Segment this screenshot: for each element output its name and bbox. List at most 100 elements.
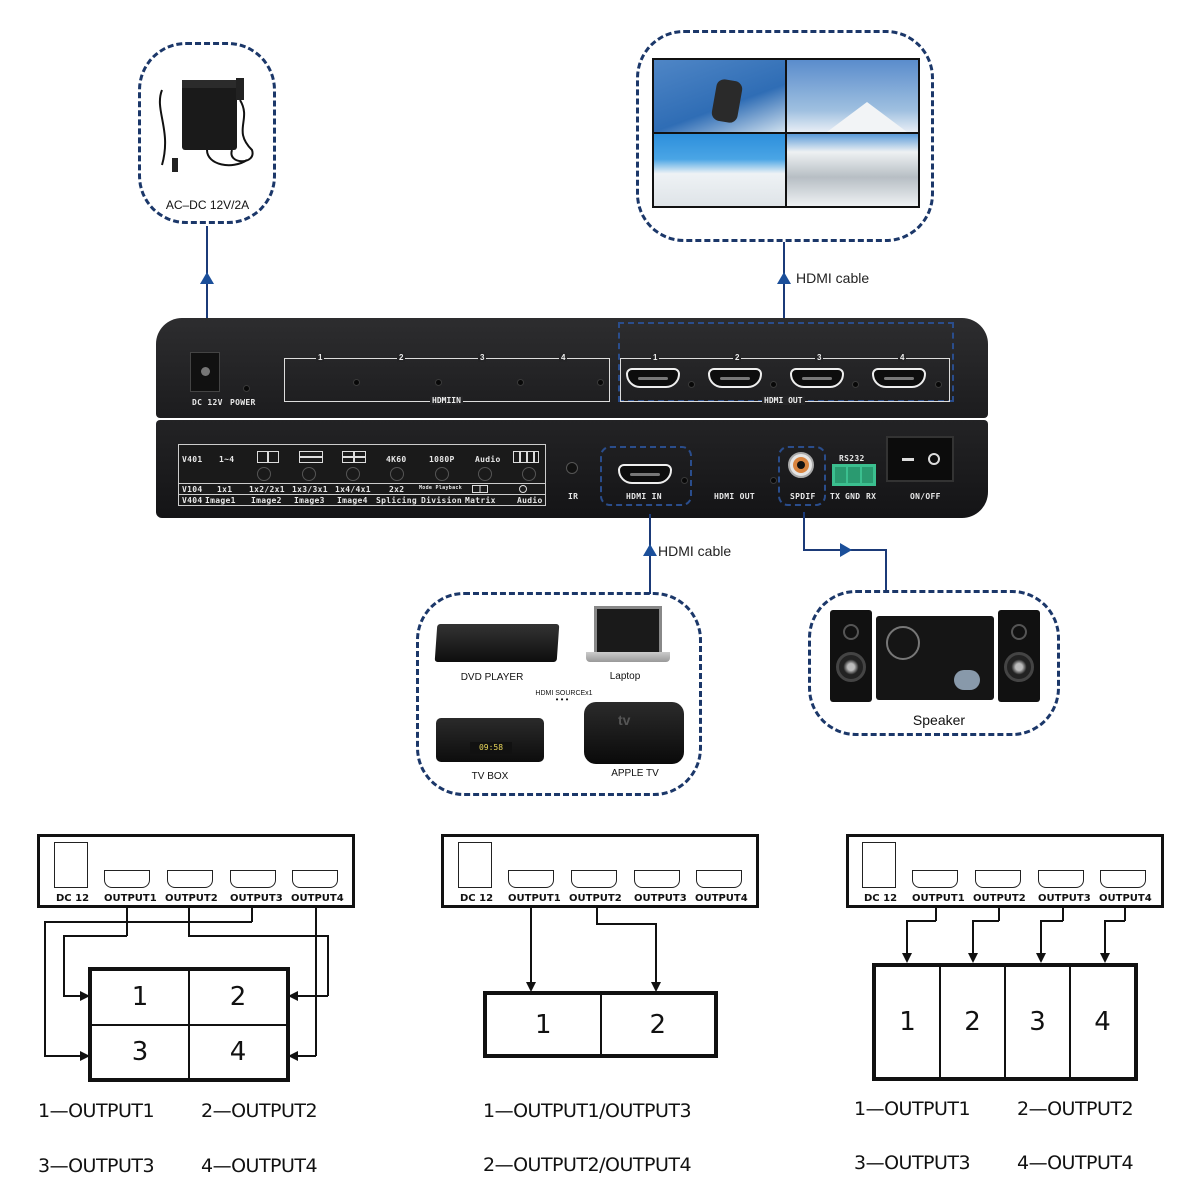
output-port-2 (167, 870, 213, 888)
legend-item-1: 1—OUTPUT1/OUTPUT3 (483, 1100, 692, 1122)
legend-item-4: 4—OUTPUT4 (201, 1155, 318, 1177)
ir-sensor (566, 462, 578, 474)
button-3[interactable] (346, 467, 360, 481)
output1-label: OUTPUT1 (508, 893, 561, 904)
hdmi-in-port[interactable] (618, 464, 672, 484)
audio-label: Audio (475, 455, 501, 464)
power-switch[interactable] (886, 436, 954, 482)
arrow-down-icon (968, 953, 978, 963)
hdmi-out-port-3[interactable] (790, 368, 844, 388)
speaker-callout (808, 590, 1060, 736)
dvd-player-label: DVD PLAYER (460, 672, 524, 683)
video-wall-1x2: 1 2 (483, 991, 718, 1058)
hdmi-in-front-label: HDMI IN (626, 492, 662, 501)
hdmi-in-label: HDMIIN (430, 396, 463, 405)
screen-cell-2: 2 (189, 970, 287, 1025)
subwoofer-icon (876, 616, 994, 700)
splice-icon (472, 485, 488, 493)
dc-label: DC 12 (56, 893, 90, 904)
output1-label: OUTPUT1 (912, 893, 965, 904)
spdif-cable-line-v1 (803, 512, 805, 550)
hdmi-source-caption: HDMI SOURCEx1 (535, 690, 593, 697)
onoff-label: ON/OFF (910, 492, 941, 501)
button-6[interactable] (478, 467, 492, 481)
arrow-down-icon (902, 953, 912, 963)
dc-port (862, 842, 896, 888)
dc-power-jack (190, 352, 220, 392)
spdif-cable-line-v2 (885, 549, 887, 591)
hdmi-in-led (682, 478, 687, 483)
hdmi-out-port-3-label: 3 (815, 353, 824, 362)
hdmi-in-led-4 (598, 380, 603, 385)
arrow-down-icon (526, 982, 536, 992)
button-7[interactable] (522, 467, 536, 481)
screen-cell-2: 2 (600, 994, 715, 1055)
hdmi-in-highlight (600, 446, 692, 506)
division-label: Division (421, 496, 462, 505)
mode-1x3: 1x3/3x1 (292, 485, 328, 494)
image4-label: Image4 (337, 496, 368, 505)
output-port-4 (292, 870, 338, 888)
output4-label: OUTPUT4 (1099, 893, 1152, 904)
hdmi-in-port-4-label: 4 (559, 353, 568, 362)
power-adapter-label: AC–DC 12V/2A (165, 198, 250, 212)
output-port-3 (634, 870, 680, 888)
apple-tv-label: APPLE TV (611, 768, 659, 779)
arrow-up-icon (200, 272, 214, 284)
hdmi-in-port-2-label: 2 (397, 353, 406, 362)
button-4[interactable] (390, 467, 404, 481)
button-1[interactable] (257, 467, 271, 481)
hdmi-out-port-2-label: 2 (733, 353, 742, 362)
screen-cell-1: 1 (875, 966, 940, 1078)
ir-label: IR (568, 492, 579, 501)
hdmi-out-led-4 (936, 382, 941, 387)
output3-label: OUTPUT3 (634, 893, 687, 904)
hdmi-out-port-4[interactable] (872, 368, 926, 388)
dc-label: DC 12 (460, 893, 494, 904)
layout-2x2-icon (342, 451, 366, 463)
model-v401: V401 (182, 455, 203, 464)
dc-port (54, 842, 88, 888)
hdmi-out-port-1[interactable] (626, 368, 680, 388)
dc-port (458, 842, 492, 888)
arrow-down-icon (651, 982, 661, 992)
video-wall-2x2: 1 2 3 4 (88, 967, 290, 1082)
image2-label: Image2 (251, 496, 282, 505)
output-port-3 (230, 870, 276, 888)
hdmi-out-port-2[interactable] (708, 368, 762, 388)
output-port-4 (696, 870, 742, 888)
spdif-port[interactable] (788, 452, 814, 478)
hdmi-out-label: HDMI OUT (762, 396, 805, 405)
tv-box-label: TV BOX (471, 771, 509, 782)
arrow-left-icon (288, 991, 298, 1001)
arrow-left-icon (288, 1051, 298, 1061)
splicing-label: Splicing (376, 496, 417, 505)
output1-label: OUTPUT1 (104, 893, 157, 904)
screen-cell-1: 1 (486, 994, 601, 1055)
hdmi-out-port-1-label: 1 (651, 353, 660, 362)
button-2[interactable] (302, 467, 316, 481)
splitter-panel-1 (37, 834, 355, 908)
output2-label: OUTPUT2 (569, 893, 622, 904)
arrow-down-icon (1036, 953, 1046, 963)
spdif-highlight (778, 446, 826, 506)
output4-label: OUTPUT4 (695, 893, 748, 904)
arrow-right-icon (840, 543, 852, 557)
hdmi-out-led-1 (689, 382, 694, 387)
rs232-terminal[interactable] (832, 464, 876, 486)
laptop-label: Laptop (609, 671, 641, 682)
legend-item-1: 1—OUTPUT1 (854, 1098, 971, 1120)
screen-cell-1: 1 (91, 970, 189, 1025)
laptop-icon (594, 606, 662, 652)
mode-2x2: 2x2 (389, 485, 405, 494)
arrow-up-icon (643, 544, 657, 556)
output3-label: OUTPUT3 (230, 893, 283, 904)
button-5[interactable] (435, 467, 449, 481)
speaker-label: Speaker (912, 712, 966, 728)
hdmi-out-front-label: HDMI OUT (714, 492, 755, 501)
output-port-1 (104, 870, 150, 888)
output-port-1 (912, 870, 958, 888)
image3-label: Image3 (294, 496, 325, 505)
splitter-panel-3 (846, 834, 1164, 908)
hdmi-in-led-2 (436, 380, 441, 385)
